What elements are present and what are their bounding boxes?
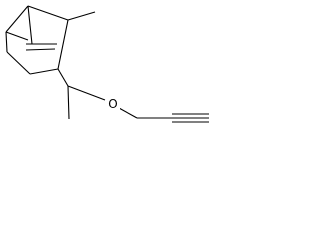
bond-left-vertical [5, 31, 8, 53]
bond-ring-to-sidechain [57, 68, 69, 87]
bond-ring-lower [29, 68, 59, 75]
bond-lower-left-diagonal [6, 51, 31, 75]
oxygen-atom-background [106, 97, 120, 111]
double-bond-line-2 [25, 48, 56, 51]
bond-bridge-right-upper [27, 5, 69, 21]
bond-ring-left-upper [5, 31, 29, 41]
bond-carbon-oxygen [67, 85, 106, 101]
bond-oxygen-methylene [118, 107, 138, 119]
bond-sidechain-methyl [67, 85, 70, 120]
bond-methyl [67, 11, 96, 21]
bond-bridge-left-upper [5, 5, 29, 33]
bond-ring-to-methine [57, 19, 69, 70]
chemical-structure-diagram: O [0, 0, 215, 128]
oxygen-atom-label: O [108, 97, 117, 111]
bond-group [5, 5, 209, 123]
bond-bridge-inner [27, 5, 33, 45]
